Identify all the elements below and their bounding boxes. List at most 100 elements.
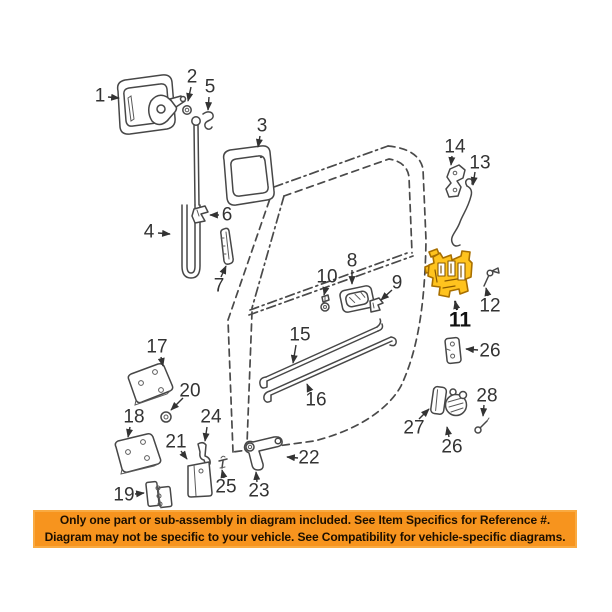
callout-arrow xyxy=(157,229,171,237)
callout-6: 6 xyxy=(209,205,232,226)
plate-hole-2 xyxy=(152,369,158,375)
callout-number: 11 xyxy=(449,309,472,332)
mirror-slot xyxy=(127,95,135,122)
screw-head xyxy=(474,426,482,434)
frame-outer xyxy=(222,145,275,206)
callout-arrow xyxy=(179,450,188,460)
clip-ring-hole xyxy=(323,305,327,309)
hinge-pin xyxy=(156,483,162,509)
striker-hole-bottom xyxy=(450,353,456,359)
jamb-pad-line xyxy=(435,389,439,412)
callout-number: 27 xyxy=(403,418,424,439)
rod15-bottom xyxy=(266,330,379,382)
hinge-plate-upper-part xyxy=(127,363,174,406)
callout-5: 5 xyxy=(205,77,216,111)
arm-bracket-part xyxy=(191,205,209,224)
callout-18: 18 xyxy=(123,407,145,438)
rod15-left-hook xyxy=(259,376,268,389)
hinge-knuckle-3 xyxy=(157,501,163,507)
clip-bend xyxy=(372,302,375,309)
callout-arrow xyxy=(470,171,478,186)
callout-22: 22 xyxy=(286,448,320,469)
callout-17: 17 xyxy=(146,337,168,367)
callout-4: 4 xyxy=(144,222,171,243)
callout-number: 23 xyxy=(248,481,269,502)
callout-27: 27 xyxy=(403,408,430,439)
window-frame-part xyxy=(222,145,275,206)
check-strap-part xyxy=(243,436,283,471)
callout-arrow xyxy=(126,426,133,438)
callout-number: 4 xyxy=(144,222,155,243)
rod16-bottom xyxy=(270,340,393,396)
bezel-inner xyxy=(345,290,369,308)
callout-number: 2 xyxy=(187,67,198,88)
callout-15: 15 xyxy=(289,325,311,364)
lever-hole-top xyxy=(452,170,458,176)
callout-number: 24 xyxy=(200,407,222,428)
striker-body xyxy=(444,336,462,365)
handle-clip-part xyxy=(320,294,330,312)
door-shell-outline xyxy=(227,145,427,453)
callout-16: 16 xyxy=(305,383,327,411)
rod15-right-hook xyxy=(376,318,384,332)
rod16-right-hook xyxy=(389,336,397,347)
boot-hatch xyxy=(447,397,464,413)
callout-number: 26 xyxy=(441,437,462,458)
rod13-top-hook xyxy=(464,178,473,187)
callout-arrow xyxy=(220,469,228,479)
lock-lever-part xyxy=(445,164,466,198)
arm-rod-left xyxy=(193,124,196,206)
callout-3: 3 xyxy=(255,116,267,148)
hinge-plate-lower-part xyxy=(114,433,162,475)
latch-detail-lines xyxy=(434,263,462,289)
arm-u-outer xyxy=(181,204,201,279)
rod16-left-hook xyxy=(263,390,272,403)
hinge-nut-part xyxy=(160,411,172,423)
push-clip-part xyxy=(218,455,228,469)
callout-arrow xyxy=(290,344,298,364)
callout-number: 12 xyxy=(479,296,500,317)
callout-23: 23 xyxy=(248,471,270,502)
door-latch-part-highlighted xyxy=(424,248,473,298)
nut-inner xyxy=(184,107,190,113)
callout-number: 22 xyxy=(298,448,319,469)
callout-14: 14 xyxy=(444,137,466,166)
bezel-hatch xyxy=(349,291,366,304)
screw-shaft xyxy=(483,274,490,287)
callout-number: 20 xyxy=(179,381,200,402)
mirror-nut-part xyxy=(182,105,192,115)
bracket-fold xyxy=(193,464,197,497)
nut-outer xyxy=(182,105,192,115)
arm-u-inner xyxy=(186,204,196,274)
plate-thickness xyxy=(134,390,171,406)
callout-number: 1 xyxy=(95,86,106,107)
bracket-box xyxy=(187,461,213,498)
plate-hole-3 xyxy=(144,455,150,461)
belt-line-lower xyxy=(248,255,414,316)
strap-pivot xyxy=(245,442,255,452)
mirror-pivot xyxy=(148,94,178,126)
disclaimer-line-1: Only one part or sub-assembly in diagram… xyxy=(59,513,551,528)
callout-arrow xyxy=(186,86,194,102)
rod15-top xyxy=(265,326,378,378)
belt-line-upper xyxy=(249,251,411,311)
check-bracket-part xyxy=(187,441,213,498)
callout-number: 17 xyxy=(146,337,167,358)
callout-arrow xyxy=(465,346,479,354)
callout-arrow xyxy=(480,404,488,417)
callout-number: 7 xyxy=(214,276,225,297)
hinge-knuckle-2 xyxy=(156,493,162,499)
lock-rod-upper-part xyxy=(259,318,384,389)
callout-number: 5 xyxy=(205,77,216,98)
callout-number: 18 xyxy=(123,407,144,428)
handle-bezel-part xyxy=(339,285,375,313)
clip-stem xyxy=(221,460,224,469)
door-left-edge xyxy=(227,186,275,453)
frame-inner xyxy=(230,155,269,197)
nut-outer xyxy=(160,411,172,423)
door-top-edge xyxy=(273,145,389,188)
striker-hole-top xyxy=(449,341,455,347)
callout-12: 12 xyxy=(479,287,501,317)
rod13-body xyxy=(450,185,473,247)
callout-arrow xyxy=(157,356,165,367)
